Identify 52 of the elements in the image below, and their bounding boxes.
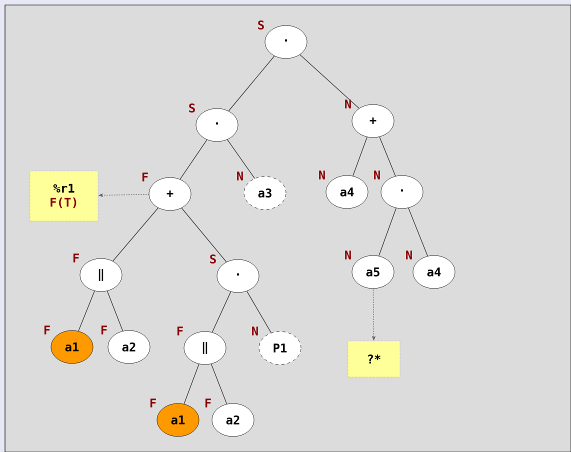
tree-edge [228,56,275,112]
tree-edge [226,139,256,179]
tree-node: a1 [50,330,94,364]
status-letter: S [258,20,264,30]
tree-edge [210,364,228,404]
status-letter: F [177,326,183,336]
tree-edge [181,208,227,262]
tree-node: a2 [212,403,254,437]
status-letter: S [210,254,216,264]
status-letter: F [150,398,156,408]
note-box: ?* [348,340,400,378]
tree-node: · [264,25,308,59]
tree-edge [378,208,397,256]
status-letter: F [142,172,148,182]
tree-edge [300,54,360,109]
status-letter: F [44,326,50,334]
tree-edge [180,139,208,180]
tree-node: a3 [244,176,286,210]
tree-node: a1 [156,403,200,437]
status-letter: N [252,326,258,336]
tree-node: · [196,108,238,142]
status-letter: N [374,170,380,180]
tree-edge [352,136,368,176]
tree-node: ‖ [80,258,122,292]
tree-node: P1 [258,331,302,365]
status-letter: N [345,250,351,260]
tree-node: a4 [326,175,368,209]
note-box: %r1 F(T) [30,170,98,222]
tree-node: · [380,175,424,209]
status-letter: N [406,250,412,260]
status-letter: F [73,254,79,262]
tree-edge [408,208,428,256]
tree-edge [106,290,124,332]
tree-edge [78,290,95,332]
status-letter: S [189,103,195,113]
tree-node: a4 [412,255,456,289]
tree-node: + [352,104,394,138]
tree-edge [184,364,200,404]
tree-edge [379,136,396,176]
status-letter: F [101,326,107,334]
tree-edge [246,290,272,334]
tree-node: a5 [352,255,394,289]
status-letter: N [237,172,243,180]
status-letter: N [345,100,351,108]
status-letter: F [205,398,211,408]
tree-node: · [216,259,260,293]
status-letter: N [319,170,325,180]
tree-node: a2 [108,330,150,364]
tree-edge [212,291,232,333]
tree-node: + [148,177,192,211]
tree-edge [112,208,159,262]
tree-node: ‖ [184,331,226,365]
